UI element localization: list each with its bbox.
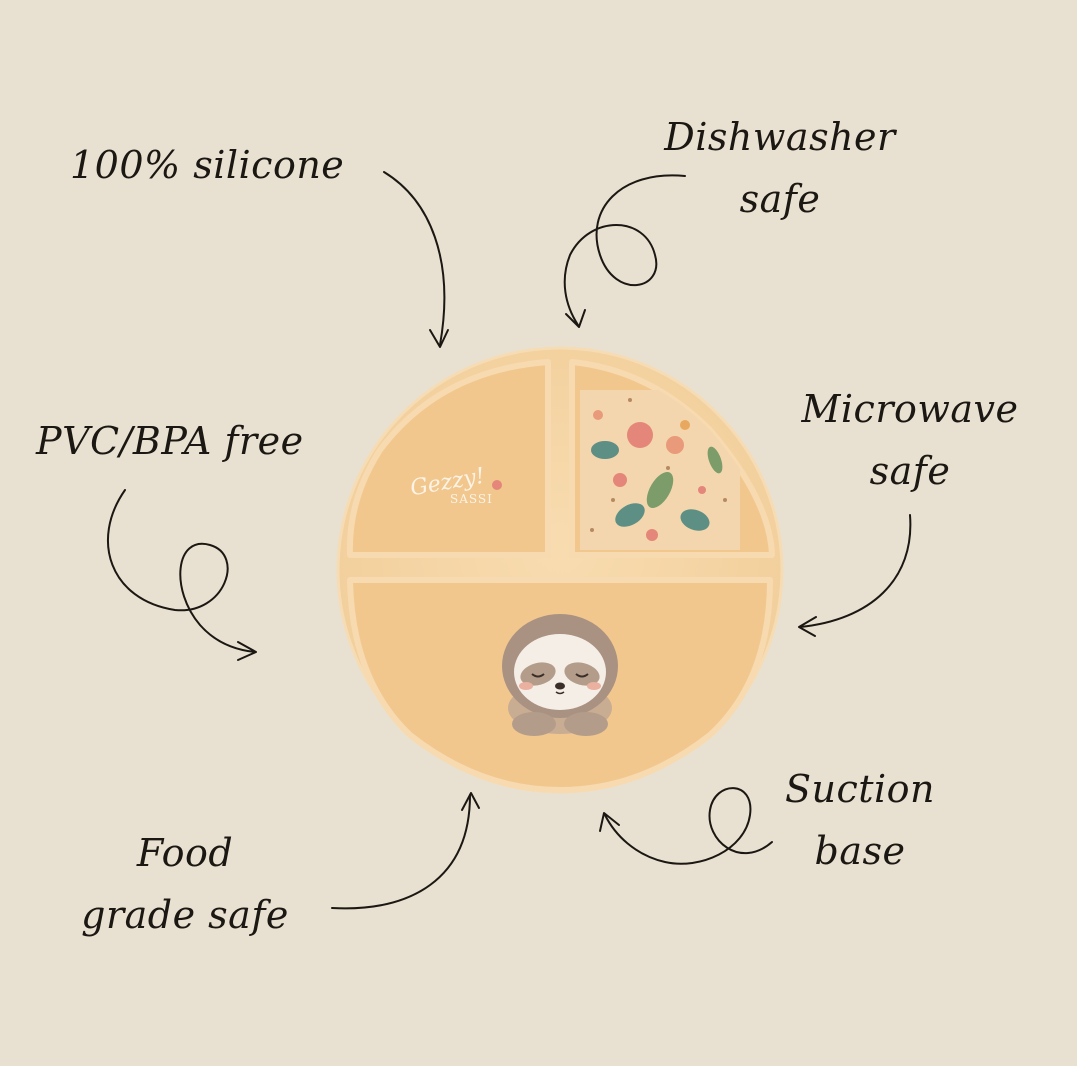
label-silicone: 100% silicone <box>70 134 344 196</box>
label-silicone-text: 100% silicone <box>70 143 345 187</box>
plate-illustration <box>336 346 784 794</box>
arrowhead-food <box>461 792 480 811</box>
label-suction-base-line1: Suction <box>784 767 936 811</box>
arrowhead-silicone <box>429 329 449 348</box>
label-food-grade-line1: Food <box>136 831 234 875</box>
label-pvc-bpa-text: PVC/BPA free <box>36 419 304 463</box>
sloth-icon <box>502 614 618 736</box>
arrowhead-dishwasher <box>565 309 586 328</box>
arrowhead-pvc <box>237 641 257 661</box>
arrow-pvc <box>107 489 256 653</box>
label-suction-base-line2: base <box>814 829 906 873</box>
arrowhead-microwave <box>798 616 817 637</box>
label-food-grade: Food grade safe <box>60 822 310 946</box>
label-pvc-bpa: PVC/BPA free <box>36 410 304 472</box>
arrow-silicone <box>383 171 446 346</box>
heart-icon <box>492 480 502 490</box>
label-food-grade-line2: grade safe <box>81 893 289 937</box>
arrow-suction <box>604 787 773 865</box>
leaf-icon <box>591 441 723 531</box>
arrow-dishwasher <box>563 174 686 326</box>
label-dishwasher-line1: Dishwasher <box>664 115 896 159</box>
label-dishwasher-line2: safe <box>739 177 821 221</box>
arrow-food <box>331 794 471 910</box>
brand-logo: SASSI <box>450 492 493 506</box>
label-suction-base: Suction base <box>760 758 960 882</box>
label-microwave-line1: Microwave <box>801 387 1019 431</box>
arrowhead-suction <box>599 812 620 832</box>
label-microwave: Microwave safe <box>775 378 1045 502</box>
compartment-top-left <box>346 359 551 558</box>
label-microwave-line2: safe <box>869 449 951 493</box>
label-dishwasher: Dishwasher safe <box>630 106 930 230</box>
baby-plate: Gezzy! SASSI <box>330 340 790 800</box>
flower-icon <box>593 410 706 541</box>
arrow-microwave <box>799 514 912 628</box>
